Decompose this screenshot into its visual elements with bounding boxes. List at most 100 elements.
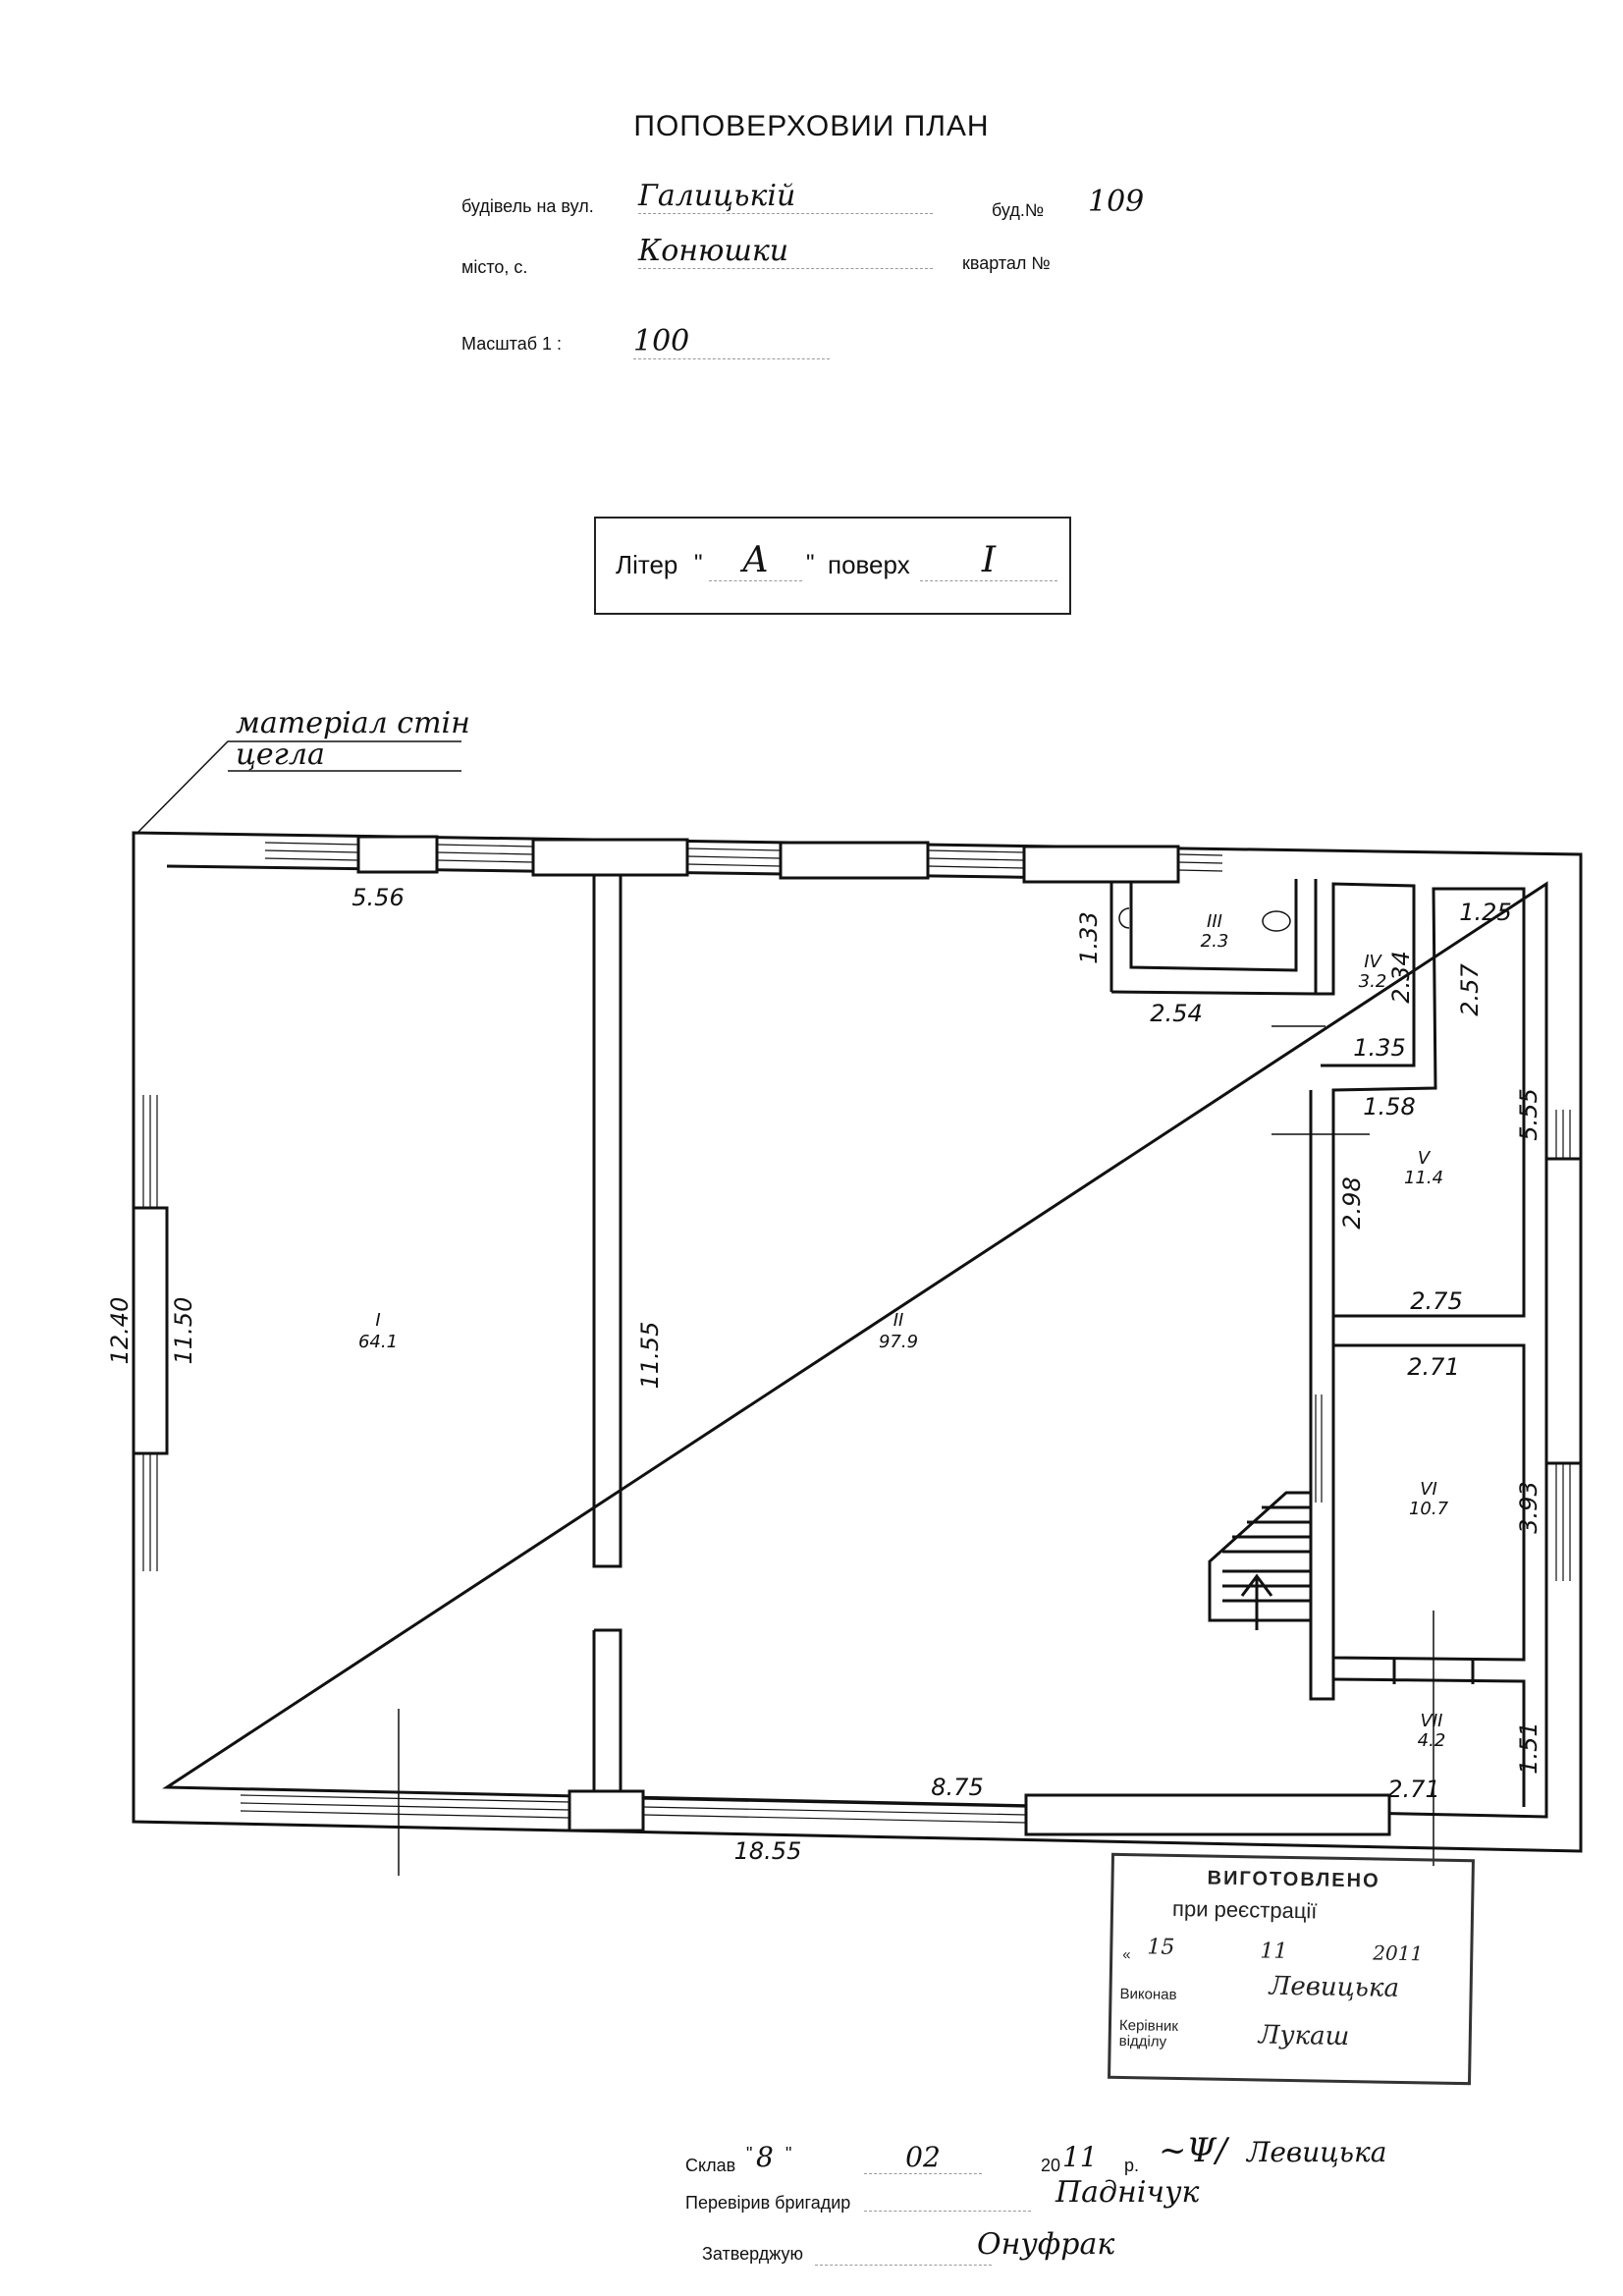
- building-label: буд.№: [992, 200, 1045, 220]
- dim-2-71-a: 2.71: [1407, 1353, 1459, 1381]
- dim-1-58: 1.58: [1363, 1093, 1415, 1121]
- dim-2-54: 2.54: [1150, 1000, 1202, 1027]
- partition-left: [592, 872, 622, 1568]
- partition-left-lower: [592, 1628, 622, 1807]
- window-right-1: [1555, 1110, 1571, 1159]
- composed-name: Левицька: [1247, 2136, 1387, 2168]
- dim-1-51: 1.51: [1515, 1722, 1542, 1774]
- composed-signature: ~Ψ/: [1159, 2131, 1227, 2170]
- approved-name: Онуфрак: [977, 2227, 1115, 2262]
- dim-line-horz-1: [1271, 1025, 1370, 1135]
- composed-label: Склав: [685, 2156, 736, 2175]
- dim-2-98: 2.98: [1338, 1176, 1366, 1229]
- dim-2-57: 2.57: [1456, 963, 1484, 1016]
- checked-label: Перевірив бригадир: [685, 2193, 851, 2213]
- toilet-symbol: [1262, 910, 1291, 932]
- room-iii-id: III: [1207, 911, 1222, 932]
- composed-year-unit: р.: [1124, 2156, 1140, 2175]
- dim-18-55: 18.55: [734, 1837, 802, 1865]
- dim-3-93: 3.93: [1515, 1481, 1542, 1533]
- window-left-1: [142, 1095, 158, 1208]
- approved-line: [815, 2264, 992, 2266]
- window-right-2: [1555, 1463, 1571, 1581]
- quarter-label: квартал №: [962, 253, 1051, 273]
- stamp-year: 2011: [1373, 1941, 1424, 1966]
- composed-day: 8: [756, 2141, 774, 2173]
- room-i-area: 64.1: [358, 1332, 398, 1352]
- composed-quote-1: ": [746, 2144, 753, 2163]
- window-top-4: [927, 849, 1025, 869]
- pier-top-4: [1022, 845, 1180, 884]
- building-value: 109: [1088, 185, 1145, 219]
- room-vii-id: VII: [1421, 1711, 1443, 1731]
- dim-11-50: 11.50: [170, 1297, 197, 1365]
- page-title: ПОПОВЕРХОВИИ ПЛАН: [633, 110, 990, 142]
- room-ii-area: 97.9: [879, 1332, 918, 1352]
- room-iii-area: 2.3: [1201, 931, 1229, 952]
- pier-top-1: [356, 835, 439, 874]
- pier-top-3: [779, 841, 930, 880]
- pier-bottom-2: [1024, 1793, 1391, 1836]
- liter-label: Літер: [616, 550, 678, 579]
- pier-bottom-1: [568, 1789, 645, 1832]
- approved-label: Затверджую: [702, 2244, 803, 2264]
- dim-8-75: 8.75: [931, 1774, 983, 1801]
- stamp-executor-value: Левицька: [1269, 1971, 1400, 2003]
- checked-line: [864, 2210, 1031, 2212]
- room-vii-walls: [1332, 1660, 1526, 1807]
- material-label: матеріал стін: [236, 706, 470, 740]
- room-iv-area: 3.2: [1359, 971, 1387, 992]
- liter-quote-open: ": [694, 550, 703, 576]
- room-vi-id: VI: [1420, 1479, 1437, 1500]
- material-value: цегла: [236, 738, 325, 772]
- stamp-day: 15: [1147, 1935, 1175, 1960]
- street-label: будівель на вул.: [461, 196, 594, 216]
- window-bottom-2: [642, 1798, 1027, 1824]
- composed-quote-2: ": [785, 2144, 792, 2163]
- stamp-executor-label: Виконав: [1119, 1985, 1177, 2003]
- material-leader: [136, 740, 461, 834]
- stamp-month: 11: [1260, 1939, 1288, 1964]
- city-label: місто, с.: [461, 257, 528, 277]
- composed-year-suffix: 11: [1062, 2141, 1098, 2173]
- dim-5-55: 5.55: [1515, 1088, 1542, 1140]
- dim-1-25: 1.25: [1459, 899, 1511, 926]
- pier-left-1: [132, 1206, 169, 1455]
- window-left-2: [142, 1453, 158, 1571]
- window-bottom-1: [240, 1794, 570, 1819]
- stamp-quote: «: [1122, 1946, 1131, 1964]
- room-ii-id: II: [893, 1310, 904, 1331]
- pier-right-1: [1544, 1157, 1583, 1465]
- stamp-line2: при реєстрації: [1171, 1895, 1318, 1924]
- registration-stamp: ВИГОТОВЛЕНО при реєстрації « 15 11 2011 …: [1108, 1852, 1475, 2086]
- stamp-head-label: Керівник відділу: [1118, 2016, 1179, 2050]
- dim-2-71-b: 2.71: [1387, 1776, 1439, 1803]
- dim-5-56: 5.56: [352, 884, 404, 911]
- room-iv-walls: [1316, 882, 1416, 1067]
- stamp-head-value: Лукаш: [1258, 2020, 1350, 2052]
- dim-12-40: 12.40: [106, 1297, 134, 1365]
- scale-value: 100: [633, 324, 830, 359]
- window-top-5: [1177, 853, 1223, 872]
- room-i-id: I: [375, 1310, 380, 1331]
- room-vi-walls: [1331, 1343, 1526, 1662]
- dim-11-55: 11.55: [636, 1322, 664, 1390]
- room-v-area: 11.4: [1404, 1168, 1443, 1188]
- room-vi-area: 10.7: [1409, 1499, 1449, 1519]
- stairs-arrow: [1240, 1573, 1273, 1630]
- sink-symbol: [1118, 907, 1130, 929]
- window-top-2: [436, 844, 534, 863]
- pier-top-2: [531, 838, 689, 877]
- dim-1-35: 1.35: [1353, 1034, 1405, 1062]
- room-iv-id: IV: [1364, 952, 1382, 972]
- composed-month: 02: [864, 2141, 982, 2174]
- dim-2-75: 2.75: [1410, 1287, 1462, 1315]
- window-top-3: [686, 847, 782, 867]
- scale-label: Масштаб 1 :: [461, 334, 563, 354]
- room-vii-area: 4.2: [1418, 1730, 1446, 1751]
- floor-value: I: [920, 540, 1057, 581]
- composed-year-prefix: 20: [1041, 2156, 1061, 2175]
- stairs: [1208, 1491, 1313, 1622]
- city-value: Конюшки: [638, 234, 933, 269]
